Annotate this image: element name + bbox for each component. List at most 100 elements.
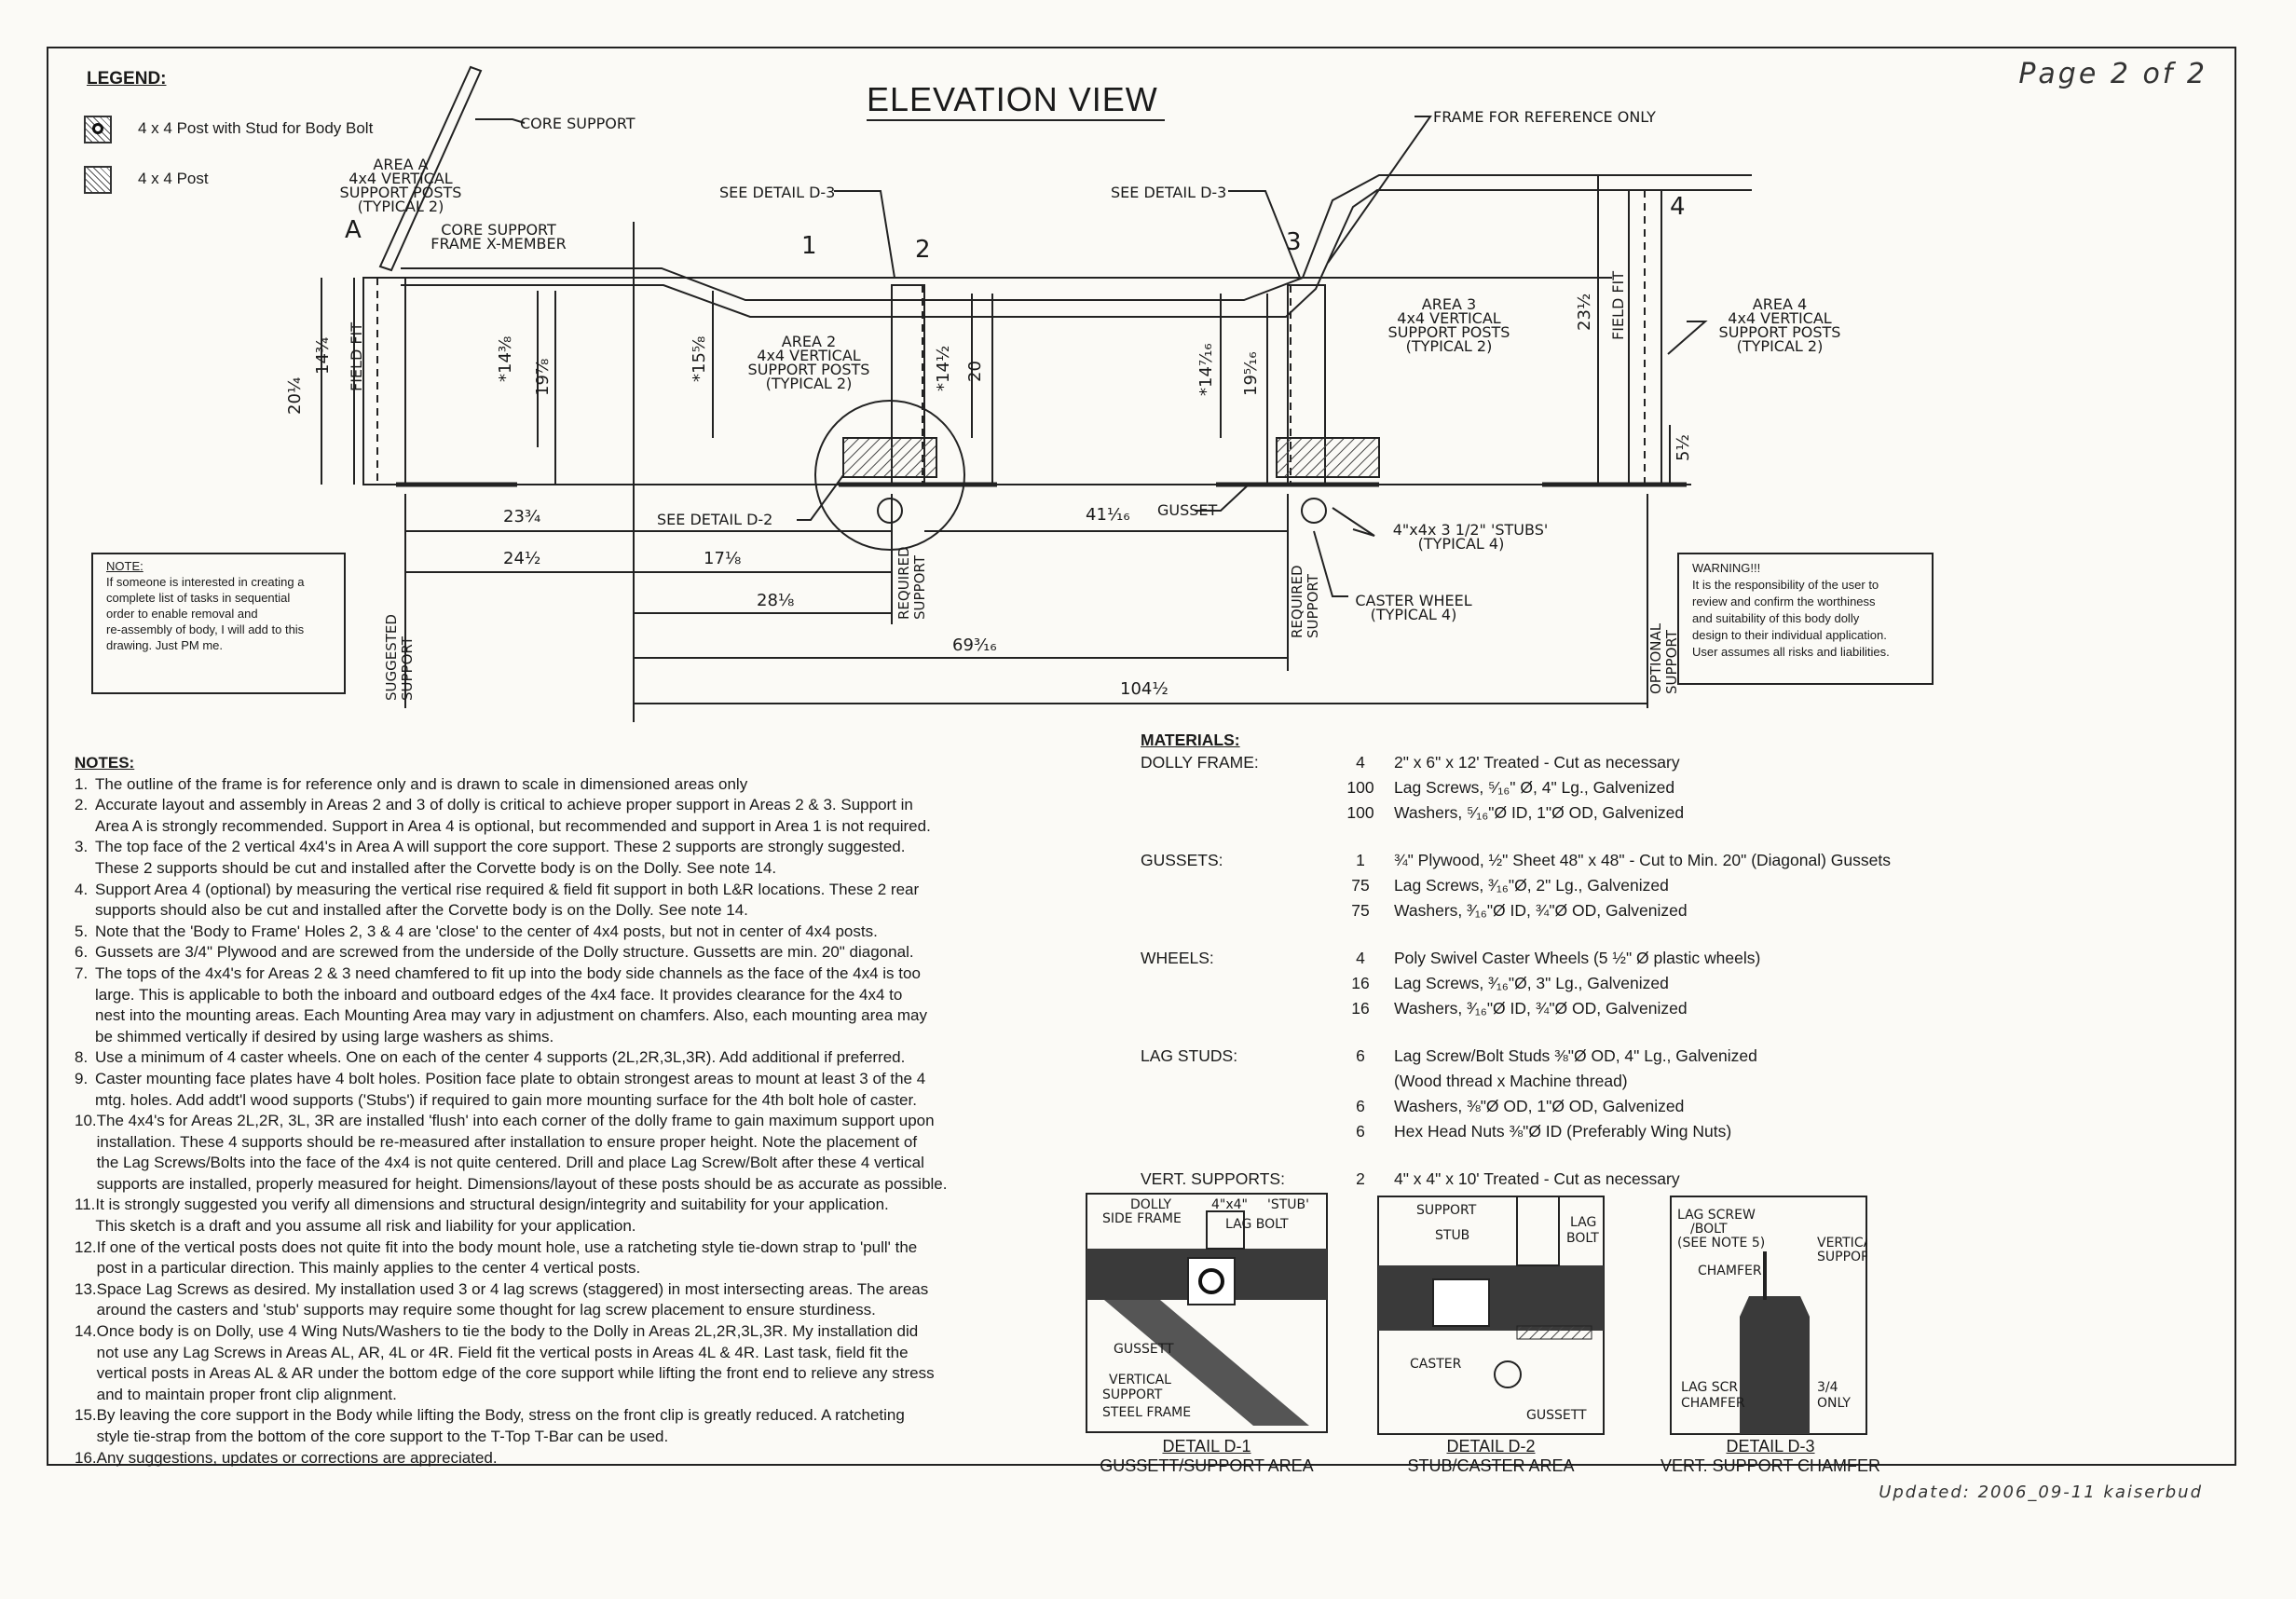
label-suggested-support: SUGGESTED SUPPORT — [383, 614, 416, 701]
note-line: order to enable removal and — [106, 607, 258, 621]
note-number: 4. — [75, 880, 89, 898]
svg-text:REQUIRED: REQUIRED — [1289, 565, 1305, 638]
svg-text:SUPPORT: SUPPORT — [911, 554, 928, 620]
notes-section: NOTES: 1.The outline of the frame is for… — [75, 753, 1044, 1469]
warning-line: WARNING!!! — [1692, 561, 1761, 575]
label-area-a: AREA A 4x4 VERTICAL SUPPORT POSTS (TYPIC… — [340, 156, 462, 215]
note-line: Accurate layout and assembly in Areas 2 … — [95, 796, 913, 814]
note-text: Accurate layout and assembly in Areas 2 … — [95, 795, 931, 837]
note-number: 13. — [75, 1279, 97, 1298]
note-line: This sketch is a draft and you assume al… — [95, 1217, 636, 1236]
svg-text:CORE SUPPORT: CORE SUPPORT — [441, 221, 556, 239]
material-group-name — [1141, 873, 1327, 898]
note-item: 4. Support Area 4 (optional) by measuring… — [75, 880, 1044, 922]
note-number: 1. — [75, 774, 89, 793]
note-line: Caster mounting face plates have 4 bolt … — [95, 1069, 926, 1087]
svg-text:(TYPICAL 2): (TYPICAL 2) — [358, 198, 444, 215]
legend-title: LEGEND: — [87, 69, 167, 89]
material-qty: 2 — [1356, 1169, 1365, 1188]
label-required-support-2: REQUIRED SUPPORT — [895, 546, 928, 620]
note-line: supports should also be cut and installe… — [95, 901, 748, 920]
material-qty: 4 — [1356, 753, 1365, 772]
note-item: 9.Caster mounting face plates have 4 bol… — [75, 1069, 1044, 1111]
svg-text:AREA 3: AREA 3 — [1422, 295, 1476, 313]
detail-d1-code: DETAIL D-1 — [1162, 1437, 1251, 1456]
d1-label-gussett: GUSSETT — [1114, 1342, 1174, 1357]
dim-20: 20 — [965, 361, 985, 382]
dim-23-1-2: 23½ — [1575, 294, 1594, 331]
svg-text:AREA A: AREA A — [373, 156, 428, 173]
material-group-name — [1141, 1069, 1327, 1094]
d2-label-caster: CASTER — [1410, 1357, 1462, 1372]
svg-text:SUPPORT POSTS: SUPPORT POSTS — [1719, 323, 1841, 341]
svg-text:(TYPICAL 2): (TYPICAL 2) — [1737, 337, 1824, 355]
note-item: 3.The top face of the 2 vertical 4x4's i… — [75, 837, 1044, 879]
note-line: It is strongly suggested you verify all … — [95, 1196, 889, 1214]
detail-d1-caption: DETAIL D-1 GUSSETT/SUPPORT AREA — [1081, 1437, 1332, 1476]
legend-item-post-stud: 4 x 4 Post with Stud for Body Bolt — [138, 119, 374, 137]
material-desc: 2" x 6" x 12' Treated - Cut as necessary — [1394, 753, 1680, 772]
note-line: Gussets are 3/4" Plywood and are screwed… — [95, 943, 914, 962]
svg-text:SUPPORT: SUPPORT — [1663, 629, 1680, 694]
note-line: post in a particular direction. This mai… — [96, 1259, 641, 1278]
note-line: mtg. holes. Add addt'l wood supports ('S… — [95, 1090, 917, 1109]
warning-box: WARNING!!! It is the responsibility of t… — [1677, 553, 1934, 685]
material-desc: Hex Head Nuts ⅜"Ø ID (Preferably Wing Nu… — [1394, 1122, 1732, 1141]
note-text: Gussets are 3/4" Plywood and are screwed… — [95, 942, 914, 964]
dim-15-5-8: *15⅝ — [690, 336, 709, 382]
material-row: (Wood thread x Machine thread) — [1141, 1069, 1979, 1094]
note-text: Caster mounting face plates have 4 bolt … — [95, 1069, 925, 1111]
materials-list: DOLLY FRAME: 4 2" x 6" x 12' Treated - Cut… — [1141, 750, 1979, 1192]
label-letter-a: A — [345, 216, 362, 244]
detail-d3-caption: DETAIL D-3 VERT. SUPPORT CHAMFER — [1649, 1437, 1892, 1476]
material-qty: 100 — [1346, 803, 1374, 822]
d2-label-gussett: GUSSETT — [1526, 1408, 1587, 1423]
note-item: 14.Once body is on Dolly, use 4 Wing Nut… — [75, 1321, 1044, 1405]
note-text: By leaving the core support in the Body … — [97, 1405, 905, 1447]
svg-text:REQUIRED: REQUIRED — [895, 546, 912, 620]
svg-text:4x4 VERTICAL: 4x4 VERTICAL — [757, 347, 861, 364]
note-line: large. This is applicable to both the in… — [95, 985, 903, 1004]
svg-text:(TYPICAL 2): (TYPICAL 2) — [1406, 337, 1493, 355]
note-line: If someone is interested in creating a — [106, 575, 305, 589]
note-box-title: NOTE: — [106, 559, 144, 573]
material-qty: 75 — [1351, 901, 1370, 920]
detail-d2-caption: DETAIL D-2 STUB/CASTER AREA — [1370, 1437, 1612, 1476]
note-line: The 4x4's for Areas 2L,2R, 3L, 3R are in… — [96, 1112, 935, 1130]
dim-14-3-4: 14¾ — [313, 337, 333, 375]
svg-text:FRAME X-MEMBER: FRAME X-MEMBER — [430, 235, 566, 253]
material-qty: 16 — [1351, 999, 1370, 1018]
updated-stamp: Updated: 2006_09-11 kaiserbud — [1879, 1483, 2203, 1502]
material-qty: 6 — [1356, 1097, 1365, 1115]
material-group-name: DOLLY FRAME: — [1141, 753, 1259, 772]
d3-label-support: SUPPORT — [1817, 1250, 1867, 1264]
elevation-drawing: CORE SUPPORT FRAME FOR REFERENCE ONLY AR… — [285, 65, 1841, 722]
note-line: Note that the 'Body to Frame' Holes 2, 3… — [95, 922, 878, 940]
svg-text:SUPPORT POSTS: SUPPORT POSTS — [340, 184, 462, 201]
material-desc: Washers, ³⁄₁₆"Ø ID, ¾"Ø OD, Galvenized — [1394, 901, 1688, 920]
note-number: 5. — [75, 922, 89, 940]
note-item: 6.Gussets are 3/4" Plywood and are screw… — [75, 942, 1044, 964]
label-num-2: 2 — [915, 236, 931, 264]
dim-14-3-8: *14⅜ — [496, 336, 515, 382]
note-text: Support Area 4 (optional) by measuring t… — [95, 880, 919, 922]
dim-41-1-16: 41¹⁄₁₆ — [1086, 505, 1130, 525]
note-number: 3. — [75, 838, 89, 856]
note-item: 11.It is strongly suggested you verify a… — [75, 1195, 1044, 1237]
note-line: installation. These 4 supports should be… — [96, 1132, 918, 1151]
svg-text:4x4 VERTICAL: 4x4 VERTICAL — [348, 170, 453, 187]
note-text: Space Lag Screws as desired. My installa… — [97, 1279, 929, 1321]
label-caster: CASTER WHEEL (TYPICAL 4) — [1355, 592, 1471, 623]
note-item: 7.The tops of the 4x4's for Areas 2 & 3 … — [75, 964, 1044, 1047]
note-line: drawing. Just PM me. — [106, 638, 223, 652]
svg-text:SUPPORT POSTS: SUPPORT POSTS — [1388, 323, 1510, 341]
d1-label-vertical: VERTICAL — [1109, 1373, 1171, 1387]
note-text: Any suggestions, updates or corrections … — [97, 1448, 498, 1469]
svg-text:(TYPICAL 4): (TYPICAL 4) — [1371, 606, 1457, 623]
d2-label-bolt: BOLT — [1566, 1231, 1599, 1246]
